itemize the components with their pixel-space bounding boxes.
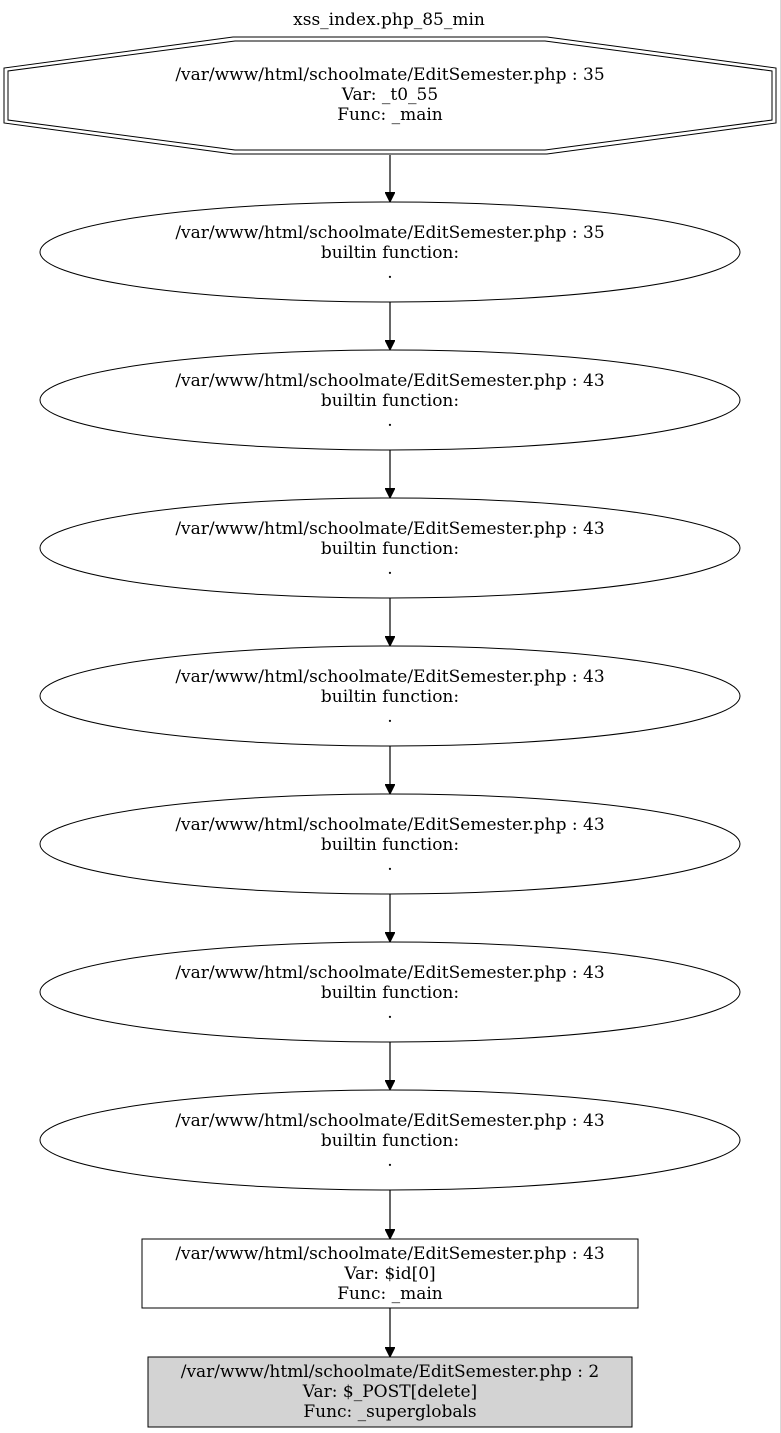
node-label-line: . [387,855,392,875]
node-label-line: . [387,411,392,431]
node-shape-double-octagon-outer [3,36,777,155]
node-label-line: Var: $_POST[delete] [302,1382,477,1402]
node-label-line: /var/www/html/schoolmate/EditSemester.ph… [175,1244,604,1264]
node-label-line: /var/www/html/schoolmate/EditSemester.ph… [175,65,604,85]
node-label-line: /var/www/html/schoolmate/EditSemester.ph… [175,1111,604,1131]
node-label-line: builtin function: [321,243,459,263]
node-label-line: Var: $id[0] [343,1264,435,1284]
node-label-line: builtin function: [321,983,459,1003]
node-label-line: . [387,707,392,727]
node-label-line: /var/www/html/schoolmate/EditSemester.ph… [175,963,604,983]
node-label-line: /var/www/html/schoolmate/EditSemester.ph… [175,223,604,243]
graph-node-builtin: /var/www/html/schoolmate/EditSemester.ph… [39,941,741,1043]
graph-node-builtin: /var/www/html/schoolmate/EditSemester.ph… [39,201,741,303]
graph-node-source: /var/www/html/schoolmate/EditSemester.ph… [147,1356,633,1428]
node-label-line: /var/www/html/schoolmate/EditSemester.ph… [175,815,604,835]
node-label-line: /var/www/html/schoolmate/EditSemester.ph… [175,667,604,687]
node-label-line: . [387,1151,392,1171]
graph-node-start: /var/www/html/schoolmate/EditSemester.ph… [3,36,777,155]
node-label-line: /var/www/html/schoolmate/EditSemester.ph… [175,519,604,539]
node-label-line: builtin function: [321,1131,459,1151]
node-shape-box-filled [147,1356,633,1428]
graph-node-variable: /var/www/html/schoolmate/EditSemester.ph… [141,1238,639,1309]
node-label-line: . [387,263,392,283]
node-label-line: builtin function: [321,687,459,707]
node-label-line: /var/www/html/schoolmate/EditSemester.ph… [175,371,604,391]
graph-title: xss_index.php_85_min [293,10,485,30]
graph-node-builtin: /var/www/html/schoolmate/EditSemester.ph… [39,645,741,747]
node-label-line: builtin function: [321,391,459,411]
node-label-line: builtin function: [321,539,459,559]
node-label-line: Var: _t0_55 [341,85,438,105]
graph-node-builtin: /var/www/html/schoolmate/EditSemester.ph… [39,349,741,451]
node-label-line: . [387,1003,392,1023]
graph-node-builtin: /var/www/html/schoolmate/EditSemester.ph… [39,1089,741,1191]
node-label-line: /var/www/html/schoolmate/EditSemester.ph… [181,1362,600,1382]
graph-node-builtin: /var/www/html/schoolmate/EditSemester.ph… [39,497,741,599]
node-label-line: . [387,559,392,579]
node-label-line: builtin function: [321,835,459,855]
node-shape-double-octagon-inner [7,40,773,151]
node-label-line: Func: _main [337,105,443,125]
node-label-line: Func: _main [337,1284,443,1304]
node-label-line: Func: _superglobals [303,1402,476,1422]
graph-node-builtin: /var/www/html/schoolmate/EditSemester.ph… [39,793,741,895]
